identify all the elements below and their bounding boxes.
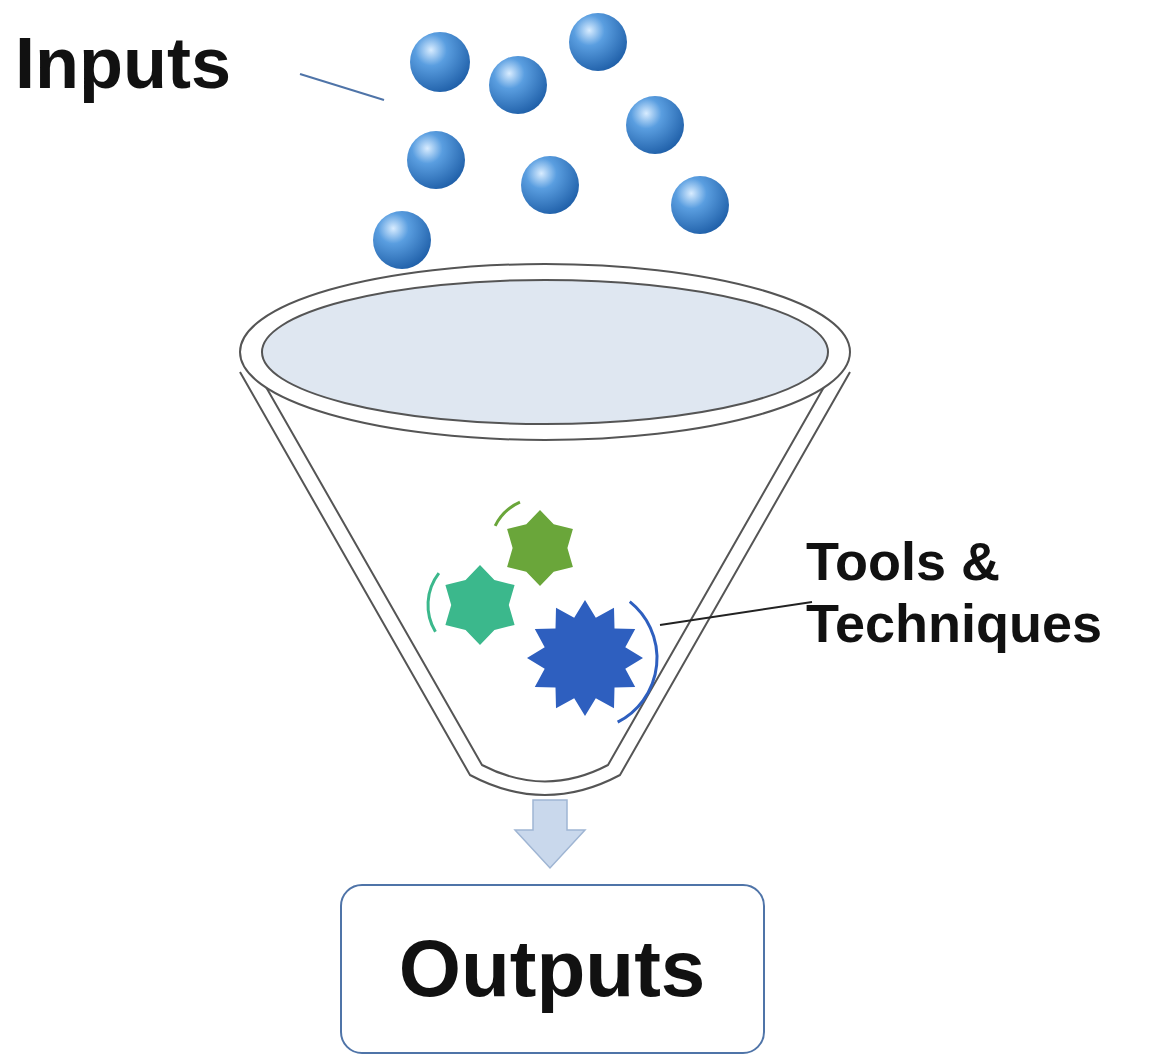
output-box: Outputs xyxy=(340,884,765,1054)
inputs-label: Inputs xyxy=(15,22,315,105)
gear-arc xyxy=(495,502,520,526)
gear-arc xyxy=(618,602,657,723)
input-balls xyxy=(373,13,729,269)
gears xyxy=(428,502,657,722)
leader-line xyxy=(300,74,384,100)
gear xyxy=(527,600,643,716)
gear-arc xyxy=(428,573,439,632)
gear xyxy=(507,510,573,586)
box-text: Outputs xyxy=(399,923,706,1015)
funnel xyxy=(240,264,850,795)
gear xyxy=(445,565,514,645)
down-arrow xyxy=(515,800,585,868)
tools-label: Tools & Techniques xyxy=(806,530,1158,654)
leader-line xyxy=(660,602,812,625)
